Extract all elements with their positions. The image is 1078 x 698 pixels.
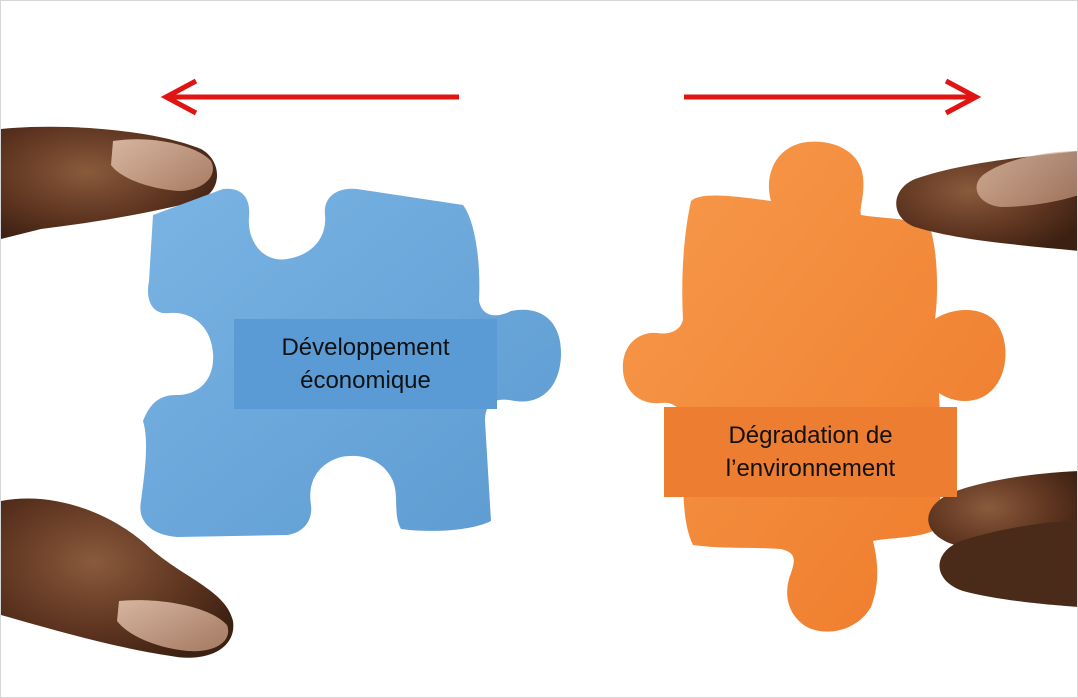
label-environmental-degradation: Dégradation de l’environnement bbox=[664, 407, 957, 497]
arrow-left-icon bbox=[160, 78, 459, 116]
label-left-line2: économique bbox=[300, 367, 431, 394]
right-hand bbox=[896, 151, 1077, 607]
label-right-line2: l’environnement bbox=[725, 455, 896, 482]
label-left-line1: Développement bbox=[281, 334, 450, 361]
left-hand bbox=[1, 126, 234, 658]
label-right-line1: Dégradation de bbox=[728, 422, 893, 449]
label-economic-development: Développement économique bbox=[234, 319, 497, 409]
arrow-right-icon bbox=[684, 78, 982, 116]
orange-puzzle-piece bbox=[622, 141, 1006, 632]
